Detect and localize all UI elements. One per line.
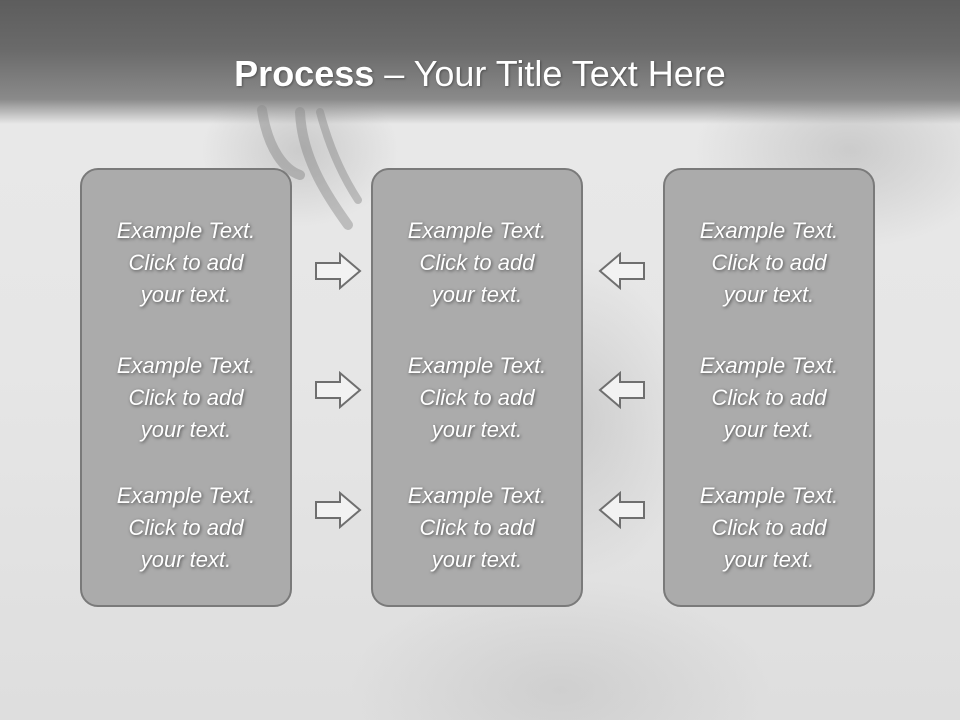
text-line: Example Text. bbox=[407, 218, 547, 243]
title-rest: – Your Title Text Here bbox=[374, 53, 726, 94]
title-bold: Process bbox=[234, 53, 375, 94]
left-box-text-1[interactable]: Example Text. Click to add your text. bbox=[82, 215, 290, 311]
arrow-left-icon bbox=[598, 371, 645, 409]
left-box[interactable]: Example Text. Click to add your text. Ex… bbox=[80, 168, 292, 607]
arrow-right-icon bbox=[315, 491, 362, 529]
text-line: Click to add bbox=[419, 250, 535, 275]
text-line: Example Text. bbox=[116, 218, 256, 243]
text-line: Example Text. bbox=[699, 483, 839, 508]
text-line: your text. bbox=[431, 547, 523, 572]
left-box-text-3[interactable]: Example Text. Click to add your text. bbox=[82, 480, 290, 576]
arrow-left-icon bbox=[598, 491, 645, 529]
text-line: Click to add bbox=[711, 385, 827, 410]
text-line: Example Text. bbox=[699, 353, 839, 378]
arrow-left-icon bbox=[598, 252, 645, 290]
center-box-text-1[interactable]: Example Text. Click to add your text. bbox=[373, 215, 581, 311]
text-line: your text. bbox=[723, 547, 815, 572]
text-line: your text. bbox=[431, 282, 523, 307]
text-line: Click to add bbox=[711, 515, 827, 540]
text-line: your text. bbox=[431, 417, 523, 442]
text-line: Click to add bbox=[419, 515, 535, 540]
header-band bbox=[0, 0, 960, 124]
left-box-text-2[interactable]: Example Text. Click to add your text. bbox=[82, 350, 290, 446]
text-line: Example Text. bbox=[116, 353, 256, 378]
slide-title[interactable]: Process – Your Title Text Here bbox=[0, 52, 960, 96]
text-line: Click to add bbox=[711, 250, 827, 275]
right-box-text-2[interactable]: Example Text. Click to add your text. bbox=[665, 350, 873, 446]
right-box-text-1[interactable]: Example Text. Click to add your text. bbox=[665, 215, 873, 311]
text-line: your text. bbox=[140, 282, 232, 307]
text-line: your text. bbox=[723, 282, 815, 307]
text-line: Example Text. bbox=[407, 353, 547, 378]
right-box-text-3[interactable]: Example Text. Click to add your text. bbox=[665, 480, 873, 576]
text-line: Click to add bbox=[419, 385, 535, 410]
center-box[interactable]: Example Text. Click to add your text. Ex… bbox=[371, 168, 583, 607]
arrow-right-icon bbox=[315, 252, 362, 290]
center-box-text-3[interactable]: Example Text. Click to add your text. bbox=[373, 480, 581, 576]
text-line: your text. bbox=[140, 417, 232, 442]
center-box-text-2[interactable]: Example Text. Click to add your text. bbox=[373, 350, 581, 446]
text-line: Click to add bbox=[128, 515, 244, 540]
arrow-right-icon bbox=[315, 371, 362, 409]
text-line: Click to add bbox=[128, 250, 244, 275]
text-line: your text. bbox=[723, 417, 815, 442]
text-line: Example Text. bbox=[116, 483, 256, 508]
text-line: Example Text. bbox=[407, 483, 547, 508]
text-line: Click to add bbox=[128, 385, 244, 410]
right-box[interactable]: Example Text. Click to add your text. Ex… bbox=[663, 168, 875, 607]
text-line: your text. bbox=[140, 547, 232, 572]
text-line: Example Text. bbox=[699, 218, 839, 243]
